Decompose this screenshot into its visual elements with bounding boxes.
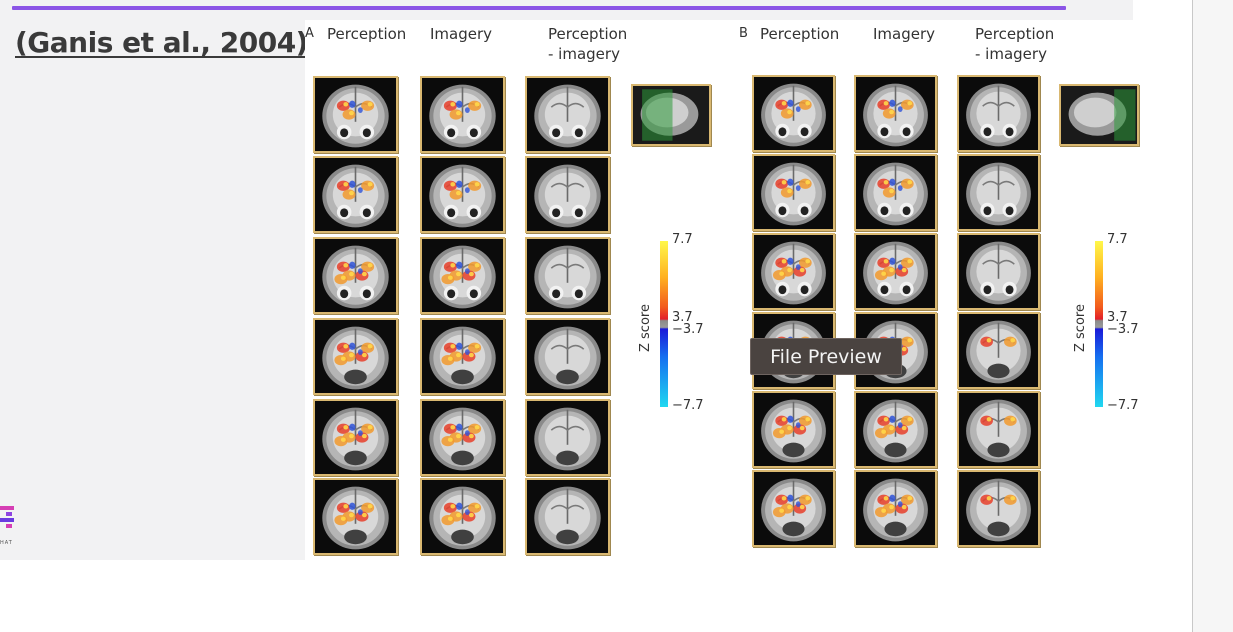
brain-slice-image xyxy=(313,156,398,233)
colorbar-axis-label: Z score xyxy=(638,304,653,352)
brain-slice-image xyxy=(854,391,937,468)
panel-letter: B xyxy=(739,26,748,41)
sagittal-inset-image xyxy=(631,84,711,146)
column-header: Imagery xyxy=(430,25,493,43)
panel-letter: A xyxy=(305,26,314,41)
logo-text: HAT xyxy=(0,540,13,546)
brain-slice-image xyxy=(752,470,835,547)
brain-slice-image xyxy=(525,399,610,476)
column-header: Perception xyxy=(327,25,407,43)
figure: A Perception Imagery Perception- imagery 7.7… xyxy=(305,20,1139,560)
brain-slice-image xyxy=(854,75,937,152)
accent-bar xyxy=(12,6,1066,10)
brain-slice-image xyxy=(420,399,505,476)
colorbar-tick-label: 3.7 xyxy=(672,310,693,325)
brain-slice-image xyxy=(525,156,610,233)
column-header: Imagery xyxy=(873,25,936,43)
brain-slice-image xyxy=(525,318,610,395)
brain-slice-image xyxy=(313,318,398,395)
colorbar-axis-label: Z score xyxy=(1073,304,1088,352)
brain-slice-image xyxy=(957,312,1040,389)
brain-slice-image xyxy=(525,237,610,314)
colorbar-tick-label: 7.7 xyxy=(672,232,693,247)
logo xyxy=(0,502,20,550)
slide: (Ganis et al., 2004) A Perception Imagery P… xyxy=(0,0,1139,560)
brain-slice-image xyxy=(957,391,1040,468)
colorbar-tick-label: −7.7 xyxy=(672,398,704,413)
colorbar-tick-label: 7.7 xyxy=(1107,232,1128,247)
column-header: Perception- imagery xyxy=(548,25,628,63)
colorbar-tick-label: −3.7 xyxy=(1107,322,1139,337)
brain-slice-image xyxy=(957,470,1040,547)
sagittal-inset-image xyxy=(1059,84,1139,146)
colorbar-tick-label: −3.7 xyxy=(672,322,704,337)
brain-slice-image xyxy=(752,154,835,231)
colorbar-tick-label: 3.7 xyxy=(1107,310,1128,325)
brain-slice-image xyxy=(525,478,610,555)
slide-title: (Ganis et al., 2004) xyxy=(15,26,308,59)
brain-slice-image xyxy=(420,156,505,233)
brain-slice-image xyxy=(854,154,937,231)
file-preview-tooltip: File Preview xyxy=(750,338,902,375)
brain-slice-image xyxy=(420,76,505,153)
brain-slice-image xyxy=(313,76,398,153)
brain-slice-image xyxy=(420,318,505,395)
brain-slice-image xyxy=(752,391,835,468)
scrollbar-track[interactable] xyxy=(1192,0,1233,632)
colorbar-tick-label: −7.7 xyxy=(1107,398,1139,413)
z-score-colorbar xyxy=(660,241,668,407)
brain-slice-image xyxy=(854,470,937,547)
brain-slice-image xyxy=(420,237,505,314)
brain-slice-image xyxy=(313,237,398,314)
brain-slice-image xyxy=(752,75,835,152)
column-header: Perception- imagery xyxy=(975,25,1055,63)
brain-slice-image xyxy=(420,478,505,555)
brain-slice-image xyxy=(313,478,398,555)
brain-slice-image xyxy=(313,399,398,476)
column-header: Perception xyxy=(760,25,840,43)
brain-slice-image xyxy=(957,233,1040,310)
brain-slice-image xyxy=(957,154,1040,231)
z-score-colorbar xyxy=(1095,241,1103,407)
brain-slice-image xyxy=(854,233,937,310)
brain-slice-image xyxy=(752,233,835,310)
brain-slice-image xyxy=(957,75,1040,152)
brain-slice-image xyxy=(525,76,610,153)
